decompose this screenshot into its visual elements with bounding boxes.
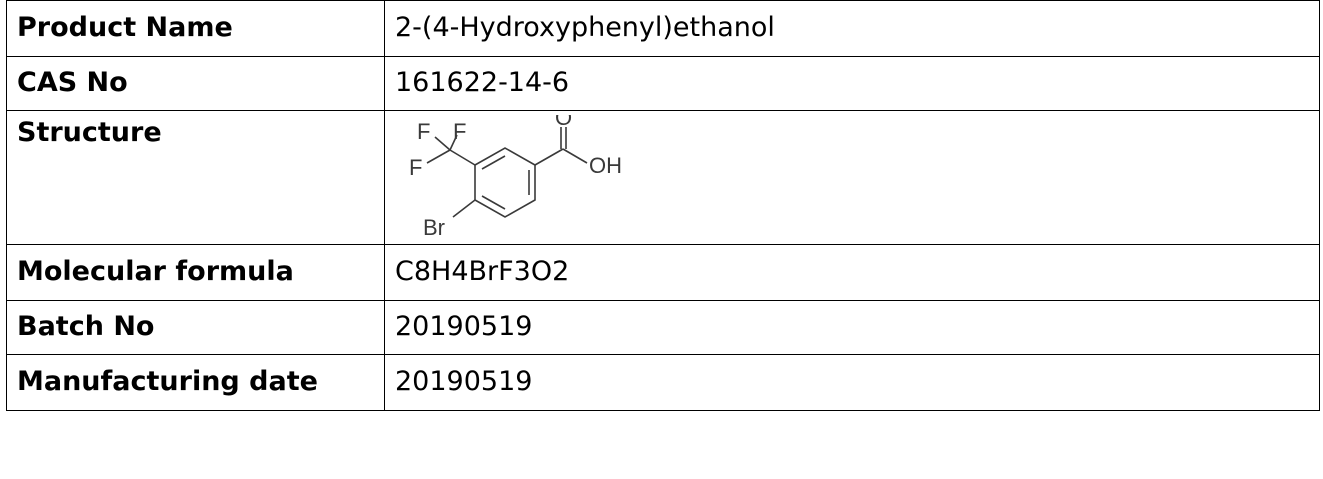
atom-oh: OH (589, 153, 622, 178)
row-cas-no: CAS No 161622-14-6 (6, 56, 1320, 111)
bond-ring-cooh (534, 148, 564, 166)
value-manufacturing-date: 20190519 (384, 354, 1320, 411)
label-manufacturing-date: Manufacturing date (6, 354, 385, 411)
atom-o: O (555, 115, 572, 130)
bond-c-oh (562, 148, 588, 164)
structure-diagram: F F F O OH Br (409, 115, 622, 240)
atom-f1: F (417, 119, 430, 144)
label-cas-no: CAS No (6, 56, 385, 111)
label-batch-no: Batch No (6, 300, 385, 355)
row-batch-no: Batch No 20190519 (6, 300, 1320, 355)
atom-f3: F (409, 155, 422, 180)
bond-c-f1 (434, 136, 451, 151)
atom-f2: F (453, 119, 466, 144)
value-product-name: 2-(4-Hydroxyphenyl)ethanol (384, 0, 1320, 57)
benzene-ring (474, 147, 536, 218)
row-structure: Structure F F F (6, 110, 1320, 245)
value-structure: F F F O OH Br (384, 110, 1320, 245)
ring-double-bond-1 (481, 155, 506, 170)
row-product-name: Product Name 2-(4-Hydroxyphenyl)ethanol (6, 0, 1320, 57)
row-manufacturing-date: Manufacturing date 20190519 (6, 354, 1320, 411)
atom-br: Br (423, 215, 445, 240)
bond-ring-br (452, 199, 476, 218)
value-cas-no: 161622-14-6 (384, 56, 1320, 111)
bond-c-f2 (449, 134, 458, 151)
label-product-name: Product Name (6, 0, 385, 57)
bond-c-f3 (426, 149, 451, 164)
ring-double-bond-3 (481, 195, 506, 210)
value-molecular-formula: C8H4BrF3O2 (384, 244, 1320, 301)
bond-ring-cf3 (449, 149, 476, 166)
product-spec-table: Product Name 2-(4-Hydroxyphenyl)ethanol … (6, 0, 1320, 411)
value-batch-no: 20190519 (384, 300, 1320, 355)
label-molecular-formula: Molecular formula (6, 244, 385, 301)
row-molecular-formula: Molecular formula C8H4BrF3O2 (6, 244, 1320, 301)
label-structure: Structure (6, 110, 385, 245)
